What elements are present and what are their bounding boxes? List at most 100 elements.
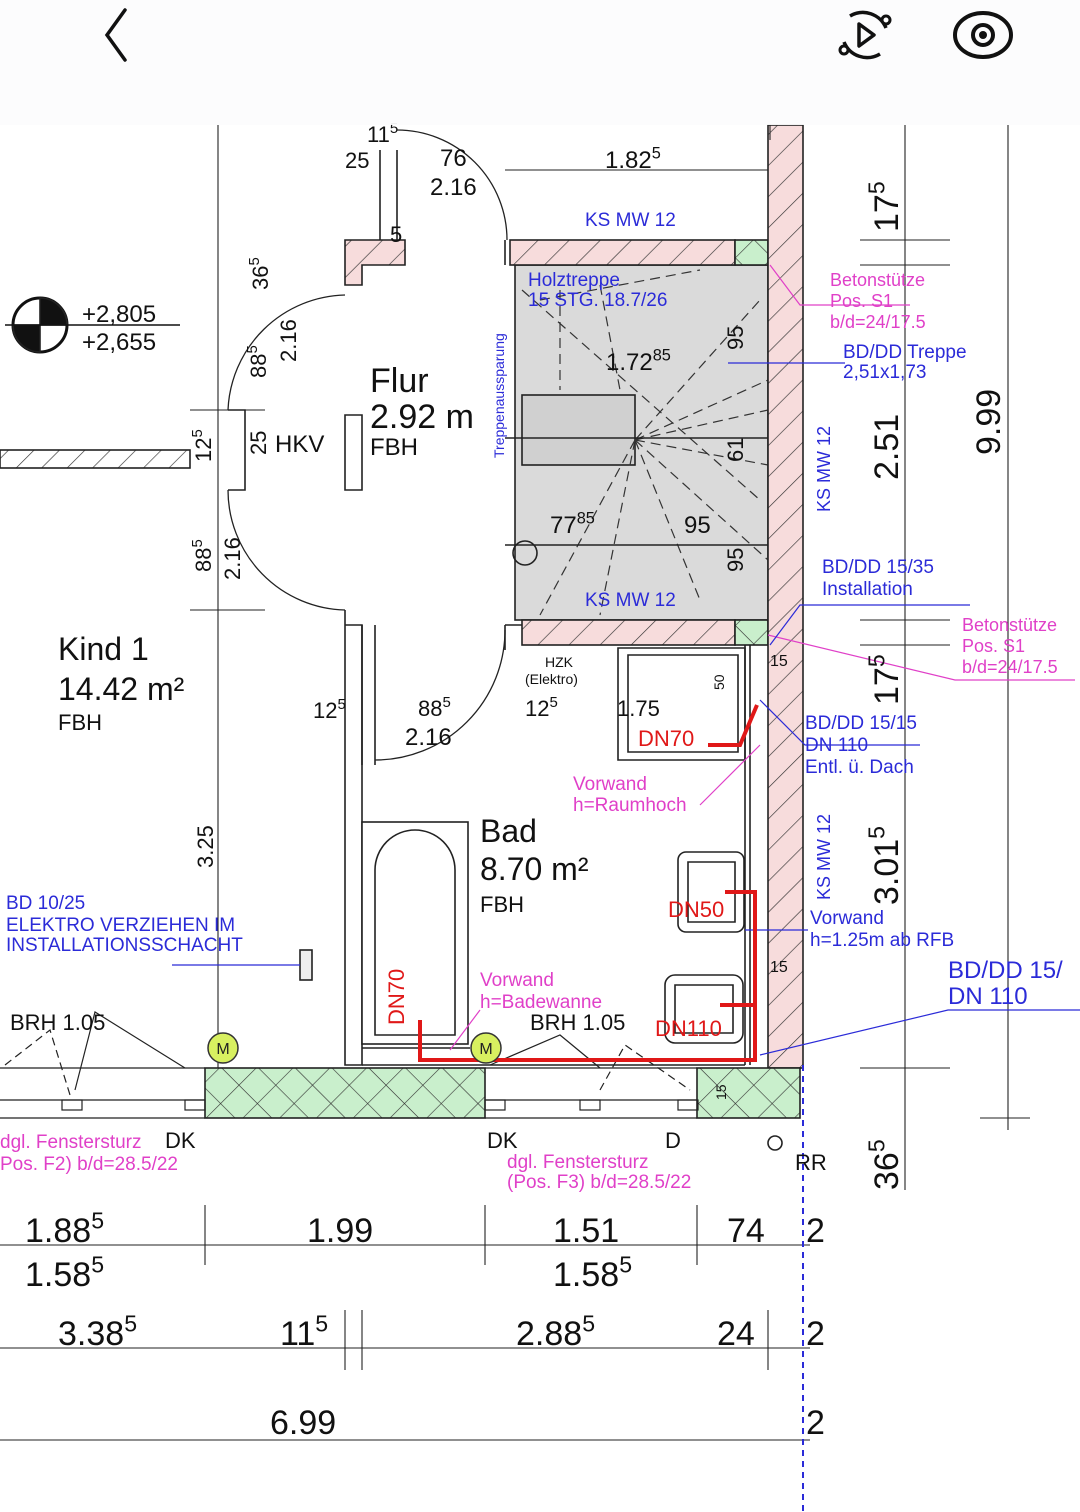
view-button[interactable] (938, 0, 1028, 70)
label-superscript: 85 (653, 346, 671, 364)
plan-label-flur-area: 2.92 m (370, 398, 474, 436)
plan-label-b-3385: 3.385 (58, 1310, 137, 1353)
plan-label-vw1a: Vorwand (573, 774, 647, 795)
label-text: 2.51 (868, 414, 906, 480)
plan-label-d-125b: 125 (313, 696, 346, 723)
column-s1-top (734, 239, 769, 266)
plan-label-r-999: 9.99 (970, 389, 1008, 455)
label-text: DN 110 (948, 983, 1028, 1010)
back-button[interactable] (70, 0, 160, 70)
label-text: Pos. S1 (962, 636, 1025, 656)
label-superscript: 5 (189, 429, 206, 437)
label-text: 2.16 (405, 724, 452, 751)
plan-label-d-216a: 2.16 (430, 174, 477, 201)
plan-label-hzk2: (Elektro) (525, 671, 578, 687)
label-text: Flur (370, 362, 429, 400)
plan-label-bd1515a: BD/DD 15/15 (805, 713, 917, 734)
label-text: DN110 (655, 1016, 722, 1041)
plan-label-d-25b: 25 (246, 431, 271, 455)
plan-label-bd1515c: Entl. ü. Dach (805, 757, 914, 778)
label-text: DK (165, 1128, 196, 1153)
plan-label-ksmw3: KS MW 12 (814, 426, 834, 512)
plan-label-holz1: Holztreppe (528, 270, 620, 291)
label-text: h=Badewanne (480, 992, 602, 1013)
label-text: 15 (770, 653, 788, 670)
plan-label-flur: Flur (370, 362, 429, 400)
plan-label-bd1025a: BD 10/25 (6, 893, 85, 914)
label-text: h=Raumhoch (573, 795, 687, 816)
label-text: 3.25 (193, 825, 218, 868)
label-text: 15 (770, 959, 788, 976)
label-superscript: 5 (390, 120, 398, 137)
wall-bottom-2 (696, 1067, 801, 1119)
plan-label-s-15c: 15 (713, 1084, 729, 1100)
label-text: 17 (868, 194, 906, 232)
label-text: 36 (248, 266, 273, 290)
meter-marker-label: M (216, 1041, 229, 1058)
wall-bottom-1 (204, 1067, 486, 1119)
label-text: 2 (806, 1212, 825, 1250)
plan-label-b-1885: 1.885 (25, 1207, 104, 1250)
label-text: Vorwand (810, 908, 884, 929)
plan-label-d-76: 76 (440, 145, 467, 172)
plan-label-b-1585b: 1.585 (553, 1251, 632, 1294)
label-text: b/d=24/17.5 (830, 312, 926, 332)
label-superscript: 5 (442, 694, 450, 711)
label-text: 1.99 (307, 1212, 373, 1250)
plan-label-b-151: 1.51 (553, 1212, 619, 1250)
plan-label-vw1b: h=Raumhoch (573, 795, 687, 816)
label-text: 1.82 (605, 147, 652, 174)
plan-label-fs2b: (Pos. F3) b/d=28.5/22 (507, 1172, 691, 1193)
label-text: DN 110 (805, 735, 868, 756)
label-text: 95 (723, 326, 748, 350)
plan-label-d-216d: 2.16 (405, 724, 452, 751)
plan-label-d-1825: 1.825 (605, 144, 661, 174)
plan-label-b-2a: 2 (806, 1212, 825, 1250)
label-text: Holztreppe (528, 270, 620, 291)
plan-label-d-216c: 2.16 (220, 537, 245, 580)
label-text: D (665, 1128, 681, 1153)
label-text: 24 (717, 1315, 755, 1353)
plan-label-bet2c: b/d=24/17.5 (962, 657, 1058, 677)
plan-label-vw3a: Vorwand (480, 970, 554, 991)
plan-label-dn50: DN50 (668, 897, 724, 922)
label-text: 25 (246, 431, 271, 455)
plan-label-s-95c: 95 (723, 548, 748, 572)
plan-label-holz2: 15 STG. 18.7/26 (528, 290, 667, 311)
plan-label-b-199: 1.99 (307, 1212, 373, 1250)
label-superscript: 85 (577, 509, 595, 527)
plan-label-bet2b: Pos. S1 (962, 636, 1025, 656)
plan-label-hzk1: HZK (545, 654, 574, 670)
label-text: BD/DD 15/15 (805, 713, 917, 734)
plan-label-bd1515b: DN 110 (805, 735, 868, 756)
viewer-top-bar (0, 0, 1080, 125)
plan-label-dk2: DK (487, 1128, 518, 1153)
slideshow-button[interactable] (820, 0, 910, 70)
label-superscript: 5 (652, 144, 661, 162)
plan-label-r-251: 2.51 (868, 414, 906, 480)
label-text: 2.16 (220, 537, 245, 580)
plan-label-s-7785: 7785 (550, 509, 595, 539)
plan-label-vw2a: Vorwand (810, 908, 884, 929)
plan-label-d-175: 1.75 (617, 696, 660, 721)
label-text: 1.51 (553, 1212, 619, 1250)
label-text: 14.42 m² (58, 671, 185, 707)
plan-label-fs1b: Pos. F2) b/d=28.5/22 (0, 1154, 178, 1175)
label-text: HZK (545, 654, 574, 670)
label-text: +2,805 (82, 301, 156, 328)
plan-label-d-325: 3.25 (193, 825, 218, 868)
plan-label-rr: RR (795, 1150, 827, 1175)
plan-label-bdtr2: 2,51x1,73 (843, 362, 926, 383)
label-text: BRH 1.05 (10, 1010, 105, 1035)
label-text: Pos. S1 (830, 291, 893, 311)
plan-label-kind: Kind 1 (58, 631, 149, 667)
plan-label-d-125c: 125 (525, 694, 558, 721)
label-text: 88 (418, 696, 442, 721)
label-text: 2.16 (430, 174, 477, 201)
plan-label-bet1a: Betonstütze (830, 270, 925, 290)
plan-label-s-15b: 15 (770, 959, 788, 976)
label-text: (Elektro) (525, 671, 578, 687)
plan-label-b-2885: 2.885 (516, 1310, 595, 1353)
plan-label-b-1585a: 1.585 (25, 1251, 104, 1294)
